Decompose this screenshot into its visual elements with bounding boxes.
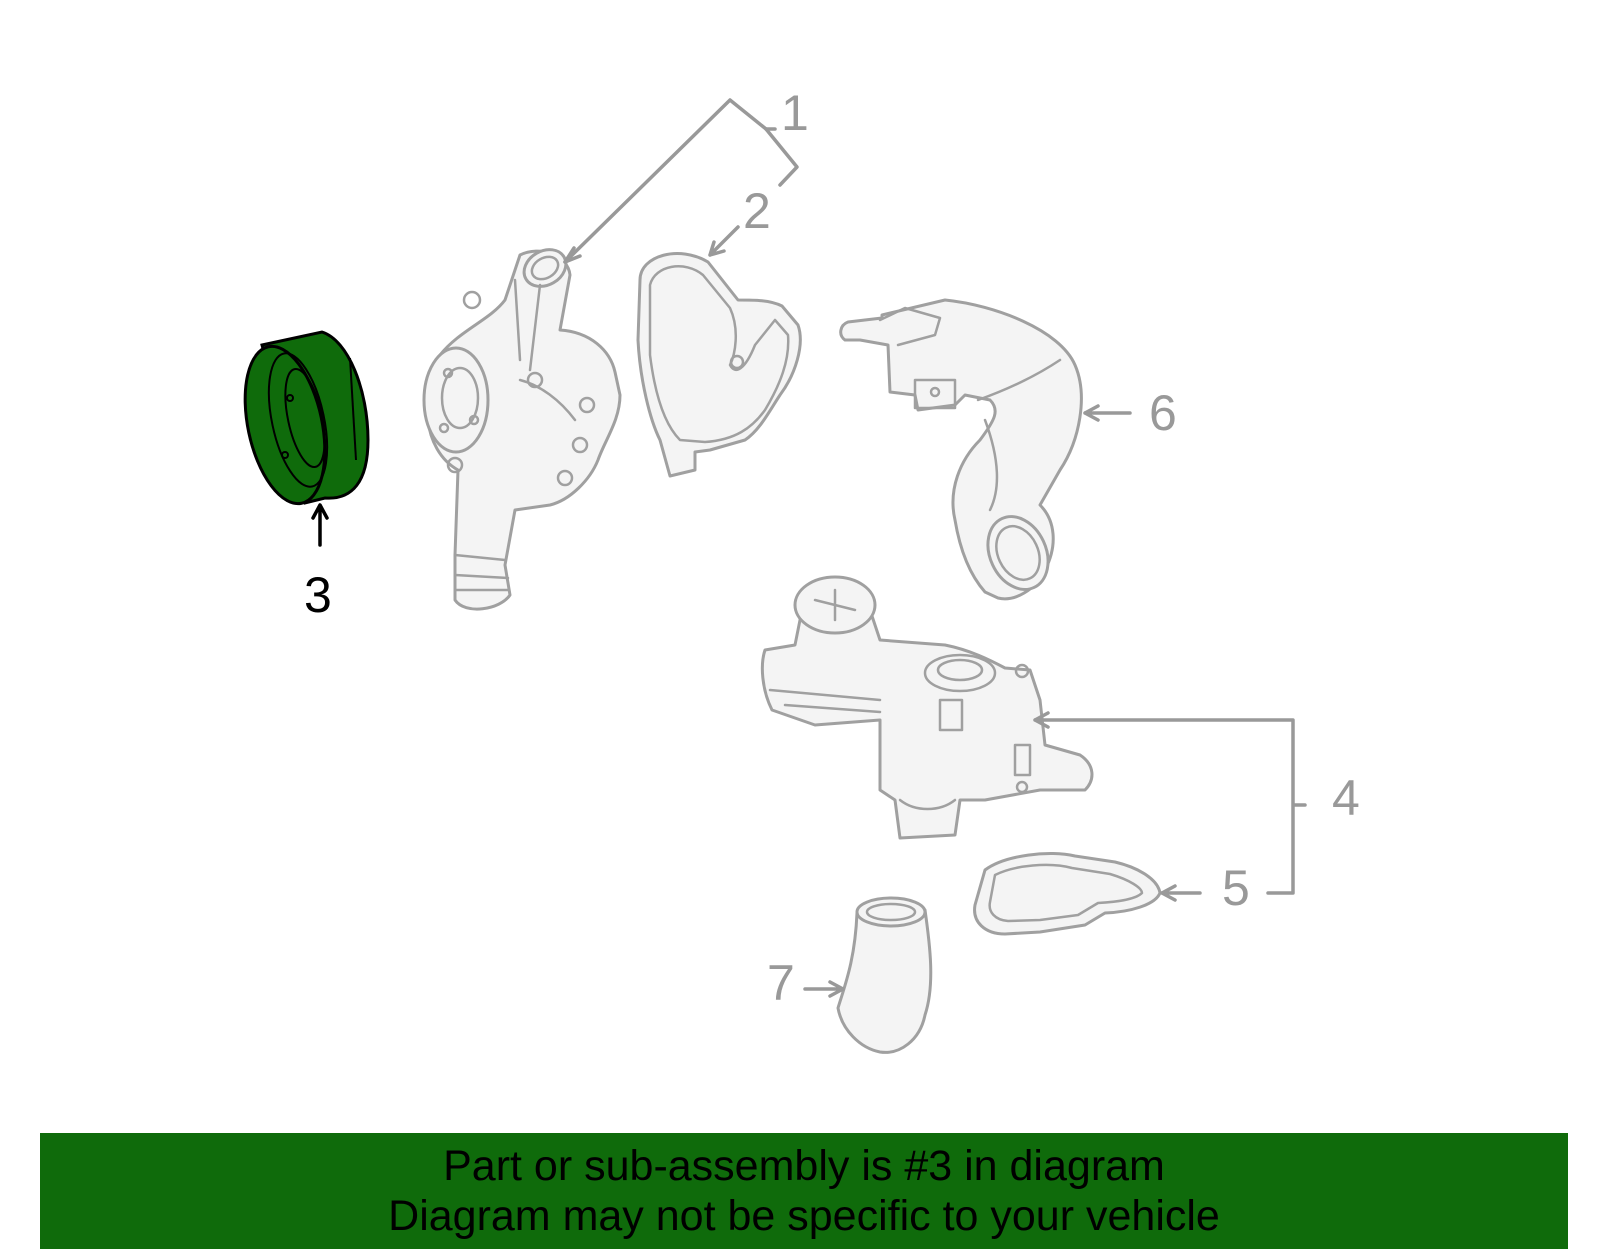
gasket-part-5[interactable]	[973, 852, 1162, 936]
leader-part-1	[563, 98, 777, 264]
banner-line-1: Part or sub-assembly is #3 in diagram	[443, 1142, 1165, 1190]
thermostat-housing-part-4[interactable]	[760, 575, 1094, 840]
hose-elbow-part-7[interactable]	[836, 896, 933, 1054]
callout-5: 5	[1222, 860, 1250, 916]
info-banner: Part or sub-assembly is #3 in diagram Di…	[40, 1133, 1568, 1249]
leader-part-4	[1033, 711, 1307, 895]
callout-6: 6	[1149, 385, 1177, 441]
leader-part-6	[1083, 404, 1132, 422]
leader-part-7	[803, 980, 845, 998]
pulley-part-3[interactable]	[232, 330, 370, 511]
leader-part-1-to-2	[764, 127, 799, 187]
callout-2: 2	[743, 183, 771, 239]
callout-7: 7	[767, 955, 795, 1011]
arrow-part-3	[311, 503, 329, 547]
callout-3: 3	[304, 567, 332, 623]
leader-part-2	[708, 225, 740, 257]
callout-1: 1	[781, 85, 809, 141]
water-pump-part-1[interactable]	[422, 242, 622, 611]
banner-line-2: Diagram may not be specific to your vehi…	[388, 1192, 1220, 1240]
gasket-part-2[interactable]	[636, 252, 802, 478]
hose-part-6[interactable]	[839, 298, 1083, 601]
callout-4: 4	[1332, 770, 1360, 826]
arrowhead-part-1	[563, 246, 582, 264]
leader-part-5	[1160, 884, 1202, 902]
